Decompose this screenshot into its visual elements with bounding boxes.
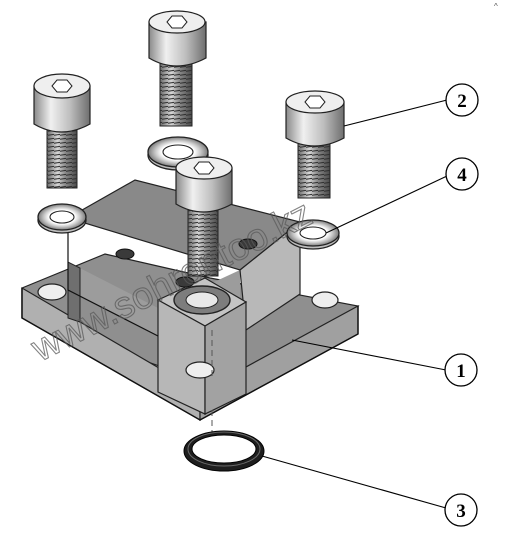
corner-hole-left [37, 283, 67, 301]
threaded-hole-1 [115, 248, 135, 260]
callout-3-label: 3 [456, 501, 466, 522]
leader-lines [261, 99, 448, 509]
housing-bore-inner [185, 291, 219, 309]
left-slot [67, 261, 81, 323]
block-outline [21, 288, 359, 421]
leader-1 [291, 339, 447, 371]
upper-outline [67, 218, 159, 337]
corner-hole-right [311, 291, 339, 309]
seal-ring [183, 430, 265, 472]
screw-right [285, 90, 345, 199]
callout-3: 3 [444, 493, 478, 527]
threaded-hole-3 [175, 276, 195, 288]
callout-1: 1 [444, 353, 478, 387]
screw-left [33, 73, 91, 189]
callout-4-label: 4 [457, 165, 467, 186]
mounting-block [21, 179, 360, 422]
washer-right [286, 219, 340, 250]
screw-top [148, 10, 207, 127]
screw-center [175, 156, 233, 277]
callout-2: 2 [445, 83, 479, 117]
leader-2 [343, 99, 448, 127]
callout-1-label: 1 [456, 361, 466, 382]
threaded-hole-2 [238, 238, 258, 250]
callout-2-label: 2 [457, 91, 467, 112]
leader-3 [261, 455, 447, 509]
corner-mark: ^ [494, 2, 498, 11]
callout-4: 4 [445, 157, 479, 191]
leader-4 [325, 175, 448, 234]
front-housing-side [204, 300, 247, 415]
washer-left [37, 203, 87, 234]
corner-hole-front [185, 361, 215, 379]
